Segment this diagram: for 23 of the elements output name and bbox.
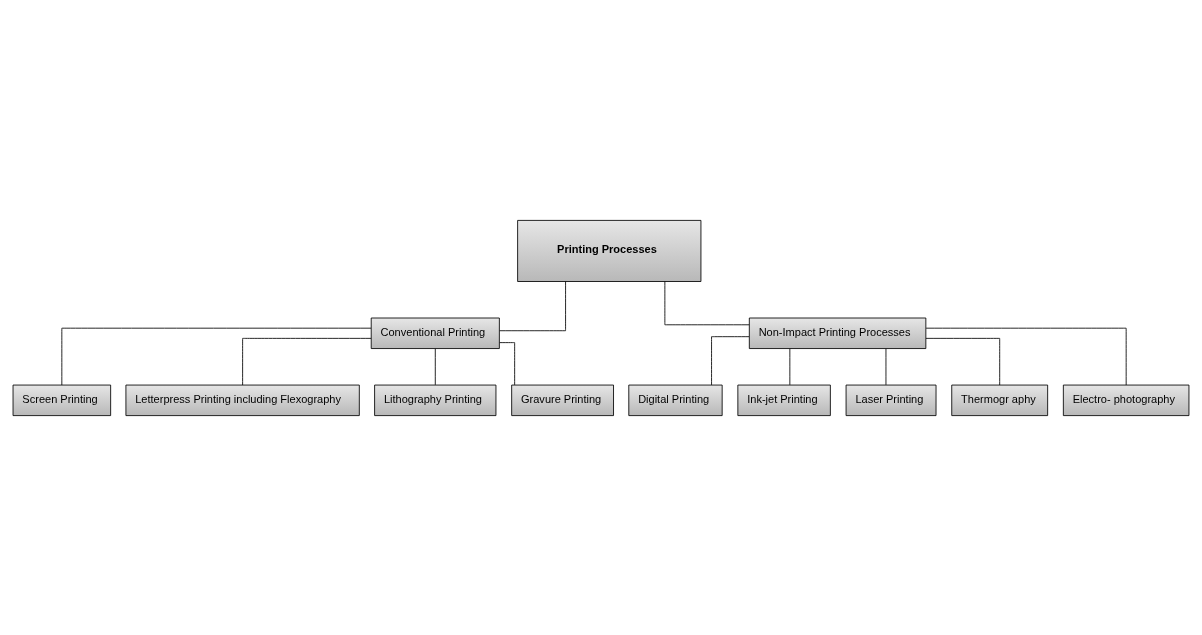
node-box: Digital Printing [628,384,723,416]
node-box: Ink-jet Printing [737,384,831,416]
node-box: Laser Printing [845,384,937,416]
connector [61,327,372,385]
connector [499,280,566,331]
connector [242,337,372,385]
connector [434,347,436,385]
node-box: Screen Printing [12,384,112,416]
connector [885,347,887,385]
connector [925,327,1127,385]
node-box: Non-Impact Printing Processes [748,317,927,349]
connector [925,337,1001,385]
node-box: Letterpress Printing including Flexography [125,384,360,416]
node-box: Conventional Printing [370,317,500,349]
connector [789,347,791,385]
node-box: Printing Processes [517,219,702,282]
node-box: Thermogr aphy [951,384,1049,416]
node-box: Electro- photography [1062,384,1190,416]
node-box: Gravure Printing [511,384,614,416]
node-box: Lithography Printing [374,384,497,416]
connector [499,341,516,385]
connector [711,335,750,385]
connector [664,280,750,325]
